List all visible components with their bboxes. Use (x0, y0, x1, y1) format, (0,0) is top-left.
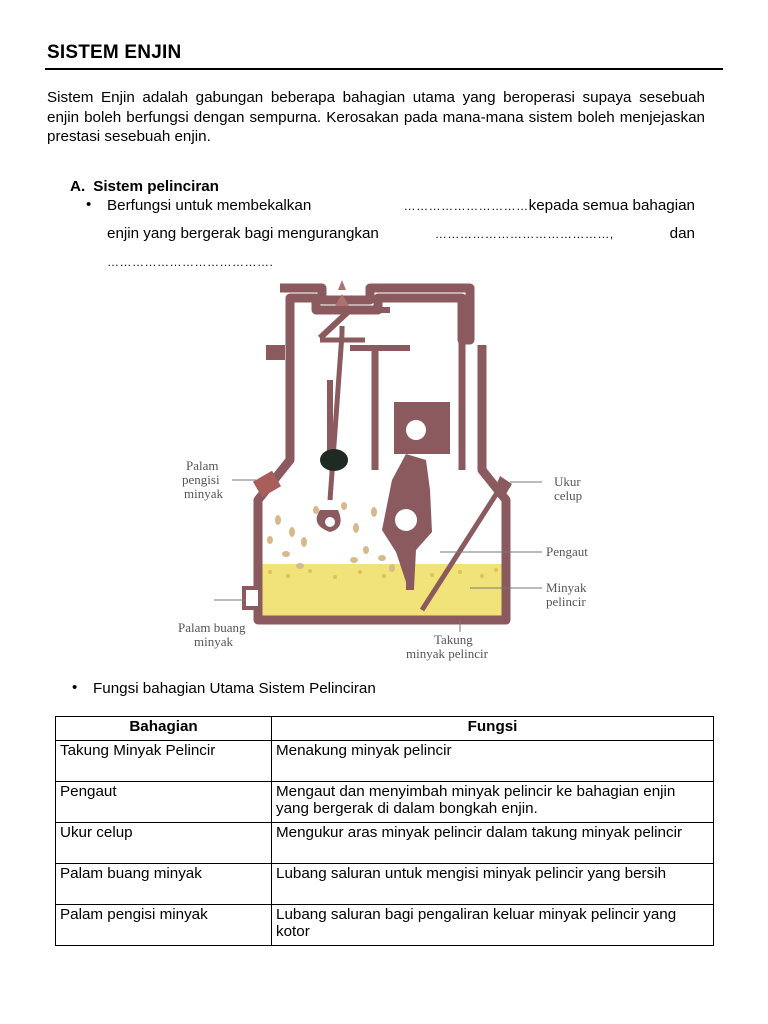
label-pengaut: Pengaut (546, 544, 588, 559)
table-header-bahagian: Bahagian (55, 716, 272, 741)
table-cell-function: Menakung minyak pelincir (271, 740, 714, 782)
label-takung-2: minyak pelincir (406, 646, 489, 661)
label-palam-buang-1: Palam buang (178, 620, 246, 635)
bullet1-line2: enjin yang bergerak bagi mengurangkan ……… (107, 225, 695, 242)
table-cell-part: Takung Minyak Pelincir (55, 740, 272, 782)
drain-plug (242, 586, 262, 610)
table-header-row: Bahagian Fungsi (55, 716, 714, 741)
intro-paragraph: Sistem Enjin adalah gabungan beberapa ba… (47, 89, 705, 145)
bullet2-text: Fungsi bahagian Utama Sistem Pelinciran (93, 680, 376, 697)
label-palam-buang-2: minyak (194, 634, 233, 649)
bullet1-text-3: enjin yang bergerak bagi mengurangkan (107, 225, 379, 242)
label-palam-pengisi-3: minyak (184, 486, 223, 501)
table-cell-function: Lubang saluran bagi pengaliran keluar mi… (271, 904, 714, 946)
leader-lines (214, 479, 542, 632)
title-underline (45, 68, 723, 70)
table-row: Palam buang minyak Lubang saluran untuk … (55, 863, 714, 905)
bullet1-text-2: kepada semua bahagian (528, 197, 695, 214)
bullet1-line1: Berfungsi untuk membekalkan …………………………ke… (107, 197, 695, 214)
table-header-fungsi: Fungsi (271, 716, 714, 741)
table-cell-part: Pengaut (55, 781, 272, 823)
blank-3: …………………………………. (107, 255, 274, 269)
engine-body (253, 283, 511, 625)
valve-stem (320, 326, 365, 501)
section-heading: A. Sistem pelinciran (70, 178, 219, 195)
bullet1-text-1: Berfungsi untuk membekalkan (107, 197, 312, 214)
table-row: Ukur celup Mengukur aras minyak pelincir… (55, 822, 714, 864)
oil-level (258, 564, 506, 620)
table-cell-part: Ukur celup (55, 822, 272, 864)
table-cell-function: Mengukur aras minyak pelincir dalam taku… (271, 822, 714, 864)
label-minyak-2: pelincir (546, 594, 586, 609)
label-palam-pengisi-2: pengisi (182, 472, 220, 487)
label-takung-1: Takung (434, 632, 473, 647)
section-title: Sistem pelinciran (93, 178, 219, 195)
table-cell-function: Lubang saluran untuk mengisi minyak peli… (271, 863, 714, 905)
label-palam-pengisi-1: Palam (186, 458, 219, 473)
lubrication-diagram: Palam pengisi minyak Ukur celup Pengaut … (178, 280, 588, 661)
blank-2: ……………………………………, (434, 227, 614, 241)
bullet1-text-4: dan (669, 225, 695, 242)
oil-filler-plug (252, 470, 282, 498)
section-letter: A. (70, 178, 86, 195)
table-row: Palam pengisi minyak Lubang saluran bagi… (55, 904, 714, 946)
table-cell-part: Palam pengisi minyak (55, 904, 272, 946)
bullet-marker: • (86, 196, 92, 213)
label-minyak-1: Minyak (546, 580, 587, 595)
blank-1: …………………………kepada semua bahagian (404, 197, 695, 214)
function-table: Bahagian Fungsi Takung Minyak Pelincir M… (55, 716, 714, 946)
dipstick (419, 480, 507, 612)
bullet1-line3: …………………………………. (107, 253, 273, 270)
table-row: Takung Minyak Pelincir Menakung minyak p… (55, 740, 714, 782)
bullet-marker-2: • (72, 679, 78, 696)
oil-splash (267, 502, 395, 572)
blank-1-dots: ………………………… (403, 199, 529, 213)
label-ukur-1: Ukur (554, 474, 581, 489)
table-row: Pengaut Mengaut dan menyimbah minyak pel… (55, 781, 714, 823)
table-cell-part: Palam buang minyak (55, 863, 272, 905)
page-title: SISTEM ENJIN (47, 42, 182, 63)
table-cell-function: Mengaut dan menyimbah minyak pelincir ke… (271, 781, 714, 823)
label-ukur-2: celup (554, 488, 582, 503)
